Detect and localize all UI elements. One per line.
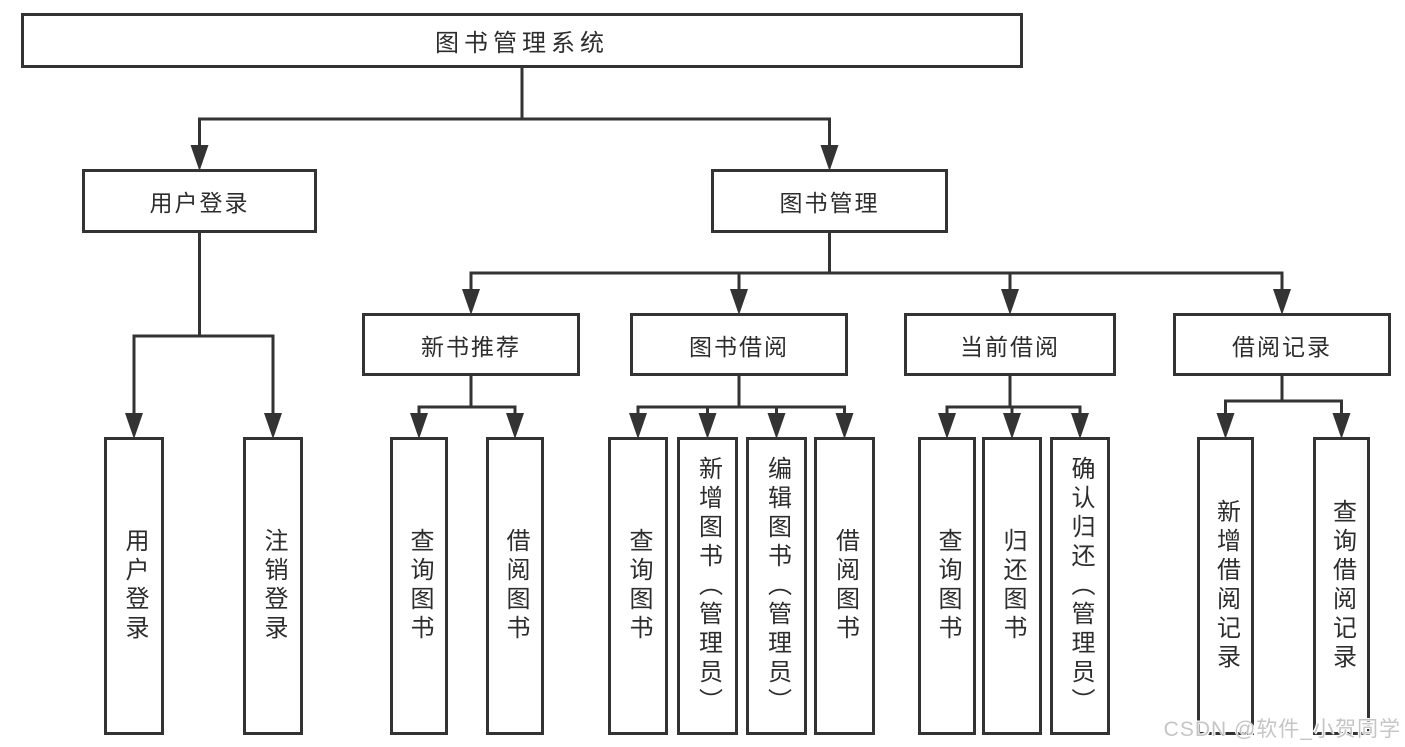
node-label: 图书借阅	[689, 333, 789, 360]
arrowhead-icon	[1003, 413, 1021, 439]
arrowhead-icon	[125, 413, 143, 439]
node-leaf-add-book: 新增图书（管理员）	[677, 437, 738, 735]
node-label: 注销登录	[260, 528, 287, 644]
node-label: 图书管理系统	[435, 30, 609, 57]
node-label: 查询图书	[625, 528, 652, 644]
node-label: 用户登录	[149, 190, 250, 216]
node-current-borrow: 当前借阅	[904, 313, 1116, 376]
arrowhead-icon	[462, 289, 480, 315]
node-label: 借阅记录	[1232, 333, 1332, 360]
arrowhead-icon	[1332, 413, 1351, 439]
arrowhead-icon	[767, 413, 786, 439]
node-label: 查询借阅记录	[1328, 499, 1356, 673]
node-label: 新增图书（管理员）	[694, 455, 722, 717]
arrowhead-icon	[1071, 413, 1089, 439]
arrowhead-icon	[835, 413, 854, 439]
node-leaf-borrow-book-2: 借阅图书	[814, 437, 875, 735]
node-leaf-borrow-book-1: 借阅图书	[486, 437, 544, 735]
node-leaf-edit-book: 编辑图书（管理员）	[746, 437, 807, 735]
node-label: 编辑图书（管理员）	[763, 455, 791, 717]
arrowhead-icon	[410, 413, 428, 439]
node-borrow-record: 借阅记录	[1173, 313, 1391, 376]
node-label: 新书推荐	[421, 333, 521, 360]
node-leaf-query-book-2: 查询图书	[608, 437, 668, 735]
arrowhead-icon	[938, 413, 956, 439]
node-label: 借阅图书	[502, 528, 529, 644]
arrowhead-icon	[1216, 413, 1235, 439]
node-book-borrow: 图书借阅	[630, 313, 848, 376]
node-label: 借阅图书	[831, 528, 859, 644]
node-leaf-return-book: 归还图书	[982, 437, 1042, 735]
node-label: 归还图书	[999, 528, 1026, 644]
node-label: 当前借阅	[960, 333, 1060, 360]
arrowhead-icon	[190, 145, 209, 171]
arrowhead-icon	[1001, 289, 1019, 315]
node-label: 查询图书	[934, 528, 961, 644]
node-label: 查询图书	[406, 528, 433, 644]
node-leaf-confirm-return: 确认归还（管理员）	[1050, 437, 1110, 735]
arrowhead-icon	[629, 413, 647, 439]
node-label: 新增借阅记录	[1212, 499, 1240, 673]
arrowhead-icon	[820, 145, 839, 171]
node-leaf-logout: 注销登录	[243, 437, 303, 735]
node-leaf-user-login: 用户登录	[104, 437, 164, 735]
node-label: 图书管理	[779, 190, 880, 216]
node-leaf-query-book-1: 查询图书	[390, 437, 448, 735]
arrowhead-icon	[506, 413, 524, 439]
node-leaf-query-book-3: 查询图书	[918, 437, 976, 735]
arrowhead-icon	[698, 413, 717, 439]
node-leaf-query-record: 查询借阅记录	[1313, 437, 1370, 735]
node-label: 确认归还（管理员）	[1067, 455, 1094, 717]
watermark: CSDN @软件_小贺同学	[1163, 718, 1401, 741]
node-book-mgmt: 图书管理	[711, 169, 948, 233]
node-new-book-rec: 新书推荐	[362, 313, 580, 376]
node-user-login: 用户登录	[82, 169, 317, 233]
node-label: 用户登录	[121, 528, 148, 644]
node-leaf-add-record: 新增借阅记录	[1197, 437, 1254, 735]
arrowhead-icon	[264, 413, 282, 439]
node-root: 图书管理系统	[21, 13, 1023, 68]
arrowhead-icon	[730, 289, 748, 315]
arrowhead-icon	[1273, 289, 1291, 315]
